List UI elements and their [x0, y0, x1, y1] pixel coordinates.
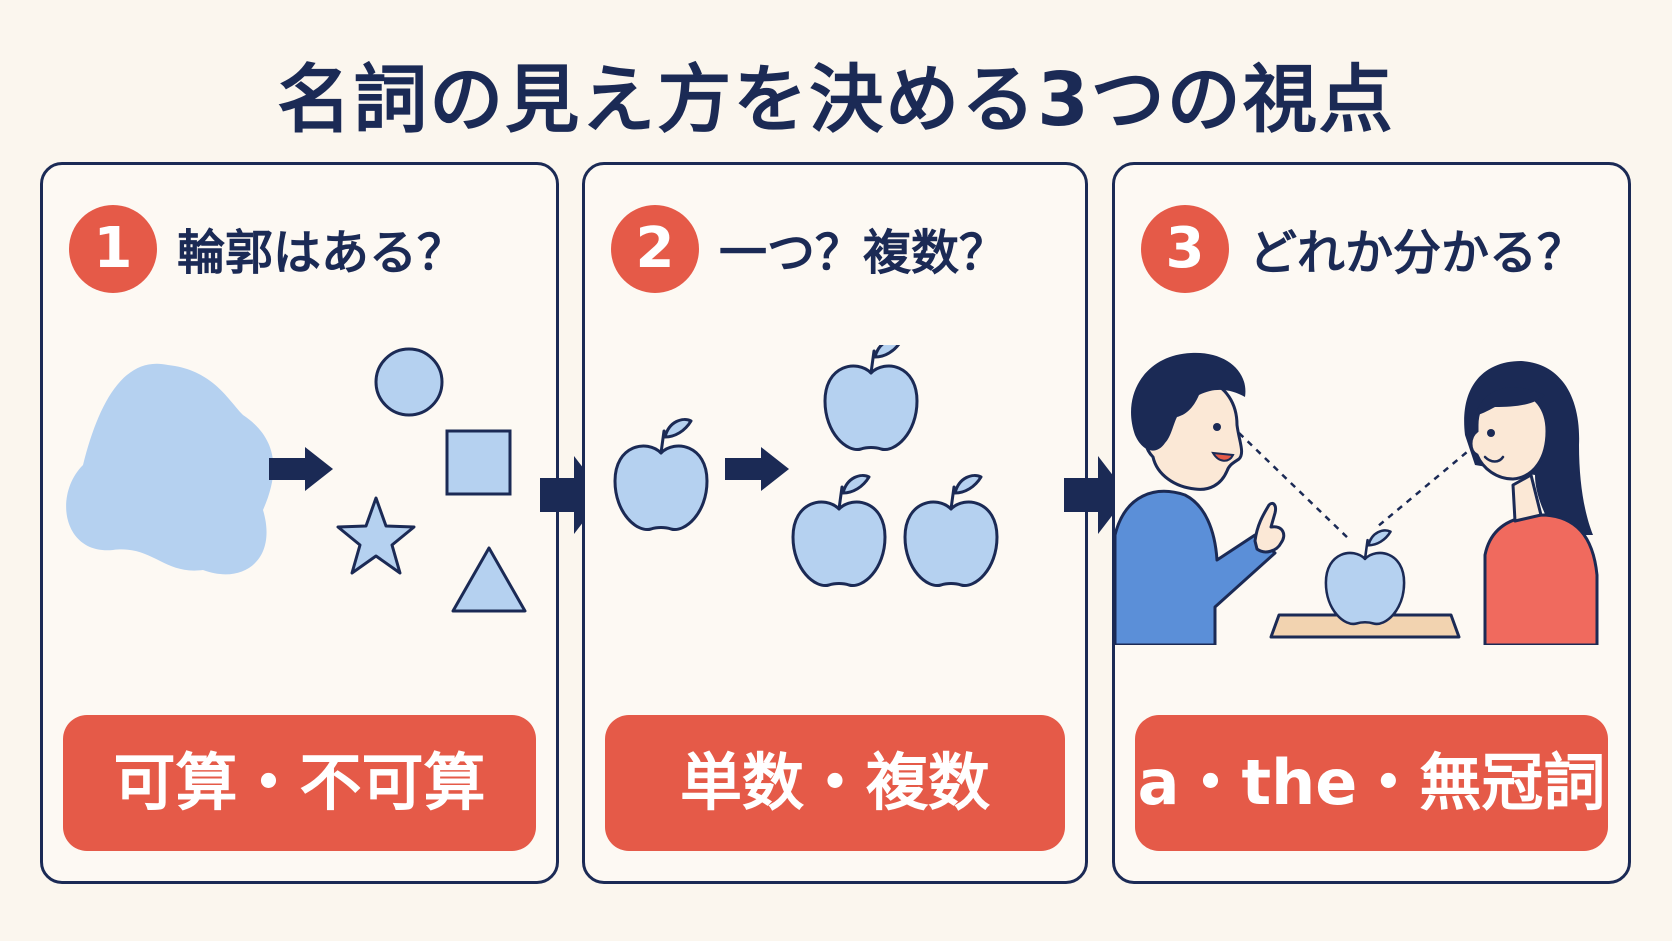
page-title: 名詞の見え方を決める3つの視点 — [277, 57, 1395, 143]
star-shape-icon — [336, 496, 416, 575]
apple-to-apples-illustration — [613, 345, 999, 588]
panel-question: どれか分かる？ — [1249, 225, 1586, 281]
label-articles: a・the・無冠詞 — [1135, 715, 1608, 851]
apple-icon — [823, 345, 919, 452]
right-arrow-icon — [269, 447, 333, 491]
sight-line — [1376, 436, 1486, 528]
table-icon — [1269, 613, 1461, 639]
girl-listener-icon — [1464, 361, 1599, 645]
blob-to-shapes-illustration — [66, 347, 527, 613]
right-arrow-icon — [725, 447, 789, 491]
step-number-badge: 2 — [611, 205, 699, 293]
step-number-badge: 1 — [69, 205, 157, 293]
panel-question: 一つ？複数？ — [719, 225, 1008, 281]
step-number-badge: 3 — [1141, 205, 1229, 293]
circle-shape-icon — [374, 347, 444, 417]
apple-icon — [791, 474, 887, 588]
label-countable-uncountable: 可算・不可算 — [63, 715, 536, 851]
panel-number: 2 一つ？複数？ 単数・複数 — [582, 162, 1088, 884]
shared-reference-illustration — [1115, 352, 1599, 645]
boy-speaker-icon — [1115, 352, 1286, 645]
triangle-shape-icon — [451, 546, 527, 613]
panel-definiteness: 3 どれか分かる？ — [1112, 162, 1631, 884]
single-apple-icon — [613, 418, 709, 532]
panel-countability: 1 輪郭はある？ 可算・不可算 — [40, 162, 559, 884]
apple-icon — [1324, 529, 1406, 626]
amorphous-blob-icon — [66, 363, 274, 575]
square-shape-icon — [445, 429, 512, 496]
apple-icon — [903, 474, 999, 588]
label-singular-plural: 単数・複数 — [605, 715, 1065, 851]
panel-question: 輪郭はある？ — [177, 225, 466, 281]
sight-line — [1238, 432, 1352, 542]
